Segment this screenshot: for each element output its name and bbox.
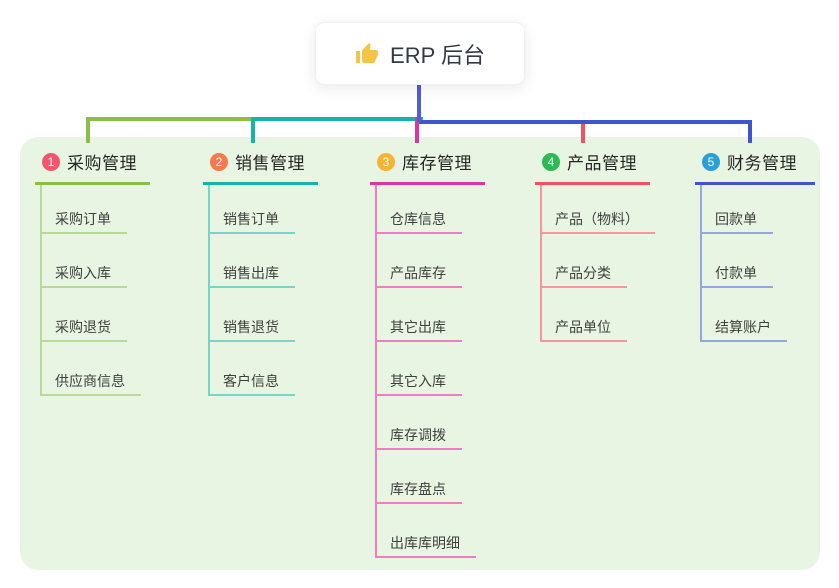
- branch-4: 4 产品管理产品（物料）产品分类产品单位: [535, 143, 655, 342]
- branch-number-badge: 5: [702, 152, 720, 171]
- branch-2: 2 销售管理销售订单销售出库销售退货客户信息: [203, 143, 318, 396]
- connector-line: [251, 117, 255, 143]
- branch-5-header[interactable]: 5 财务管理: [695, 143, 815, 185]
- branch-title: 财务管理: [727, 154, 797, 173]
- branch-title: 产品管理: [567, 154, 637, 173]
- branch-1: 1 采购管理采购订单采购入库采购退货供应商信息: [35, 143, 150, 396]
- child-node[interactable]: 产品库存: [377, 234, 462, 288]
- child-node[interactable]: 出库库明细: [377, 504, 476, 558]
- branch-number-badge: 2: [210, 152, 228, 171]
- branch-title: 销售管理: [235, 154, 305, 173]
- connector-line: [748, 120, 752, 143]
- connector-line: [415, 117, 419, 143]
- thumbs-up-icon: [355, 42, 379, 66]
- child-node[interactable]: 库存调拨: [377, 396, 462, 450]
- child-node[interactable]: 其它出库: [377, 288, 462, 342]
- connector-line: [417, 83, 421, 122]
- connector-line: [581, 120, 585, 143]
- child-node[interactable]: 产品分类: [542, 234, 627, 288]
- branch-3: 3 库存管理仓库信息产品库存其它出库其它入库库存调拨库存盘点出库库明细: [370, 143, 485, 558]
- branch-title: 库存管理: [402, 154, 472, 173]
- branch-1-header[interactable]: 1 采购管理: [35, 143, 150, 185]
- branch-children: 产品（物料）产品分类产品单位: [540, 185, 655, 342]
- child-node[interactable]: 销售退货: [210, 288, 295, 342]
- branch-children: 仓库信息产品库存其它出库其它入库库存调拨库存盘点出库库明细: [375, 185, 485, 558]
- mindmap-board: [20, 137, 820, 570]
- child-node[interactable]: 结算账户: [702, 288, 787, 342]
- child-node[interactable]: 销售订单: [210, 185, 295, 234]
- branch-number-badge: 1: [42, 152, 60, 171]
- branch-number-badge: 4: [542, 152, 560, 171]
- connector-line: [419, 120, 752, 124]
- child-node[interactable]: 采购退货: [42, 288, 127, 342]
- branch-4-header[interactable]: 4 产品管理: [535, 143, 650, 185]
- root-node-label: ERP 后台: [390, 42, 485, 68]
- child-node[interactable]: 其它入库: [377, 342, 462, 396]
- connector-line: [86, 117, 90, 143]
- child-node[interactable]: 销售出库: [210, 234, 295, 288]
- branch-children: 回款单付款单结算账户: [700, 185, 815, 342]
- child-node[interactable]: 产品（物料）: [542, 185, 655, 234]
- child-node[interactable]: 回款单: [702, 185, 773, 234]
- branch-children: 采购订单采购入库采购退货供应商信息: [40, 185, 150, 396]
- child-node[interactable]: 供应商信息: [42, 342, 141, 396]
- child-node[interactable]: 产品单位: [542, 288, 627, 342]
- child-node[interactable]: 客户信息: [210, 342, 295, 396]
- branch-3-header[interactable]: 3 库存管理: [370, 143, 485, 185]
- child-node[interactable]: 库存盘点: [377, 450, 462, 504]
- child-node[interactable]: 付款单: [702, 234, 773, 288]
- branch-title: 采购管理: [67, 154, 137, 173]
- branch-2-header[interactable]: 2 销售管理: [203, 143, 318, 185]
- connector-line: [251, 117, 423, 121]
- child-node[interactable]: 仓库信息: [377, 185, 462, 234]
- branch-5: 5 财务管理回款单付款单结算账户: [695, 143, 815, 342]
- child-node[interactable]: 采购入库: [42, 234, 127, 288]
- branch-number-badge: 3: [377, 152, 395, 171]
- child-node[interactable]: 采购订单: [42, 185, 127, 234]
- branch-children: 销售订单销售出库销售退货客户信息: [208, 185, 318, 396]
- root-node[interactable]: ERP 后台: [315, 22, 525, 85]
